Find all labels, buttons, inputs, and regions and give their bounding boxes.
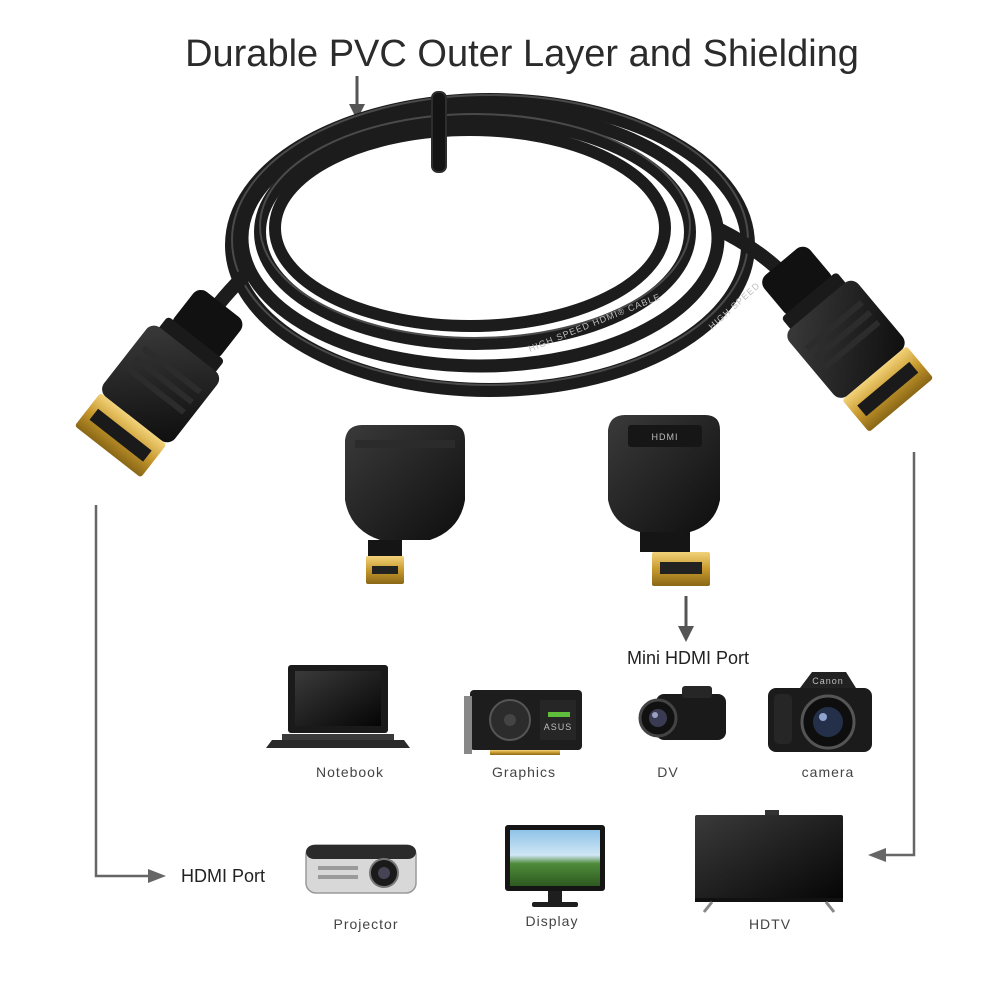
mini-hdmi-port-label: Mini HDMI Port [627, 648, 749, 668]
headline: Durable PVC Outer Layer and Shielding [185, 33, 859, 75]
projector-device [305, 844, 417, 894]
notebook-device [266, 665, 410, 748]
micro-hdmi-adapter [345, 425, 465, 584]
adapter-print: HDMI [652, 432, 679, 442]
mini-hdmi-adapter: HDMI [608, 415, 720, 586]
graphics-card-device: ASUS [464, 690, 582, 755]
coiled-cable [189, 91, 807, 397]
dv-camcorder-device [638, 686, 726, 740]
right-routing-arrow [868, 452, 916, 862]
projector-label: Projector [333, 916, 398, 932]
hdtv-label: HDTV [749, 916, 791, 932]
mini-port-arrow [678, 596, 694, 642]
gpu-brand: ASUS [544, 722, 573, 732]
hdtv-device [695, 810, 843, 913]
display-label: Display [526, 913, 579, 929]
dv-label: DV [657, 764, 678, 780]
graphics-label: Graphics [492, 764, 556, 780]
camera-label: camera [802, 764, 855, 780]
notebook-label: Notebook [316, 764, 384, 780]
left-hdmi-plug [75, 289, 243, 477]
camera-device: Canon [768, 672, 872, 752]
left-routing-arrow [94, 505, 166, 883]
camera-brand: Canon [812, 676, 844, 686]
headline-arrow [349, 76, 365, 120]
right-hdmi-plug [762, 246, 933, 431]
hdmi-port-label: HDMI Port [181, 866, 265, 886]
display-device [505, 825, 605, 907]
